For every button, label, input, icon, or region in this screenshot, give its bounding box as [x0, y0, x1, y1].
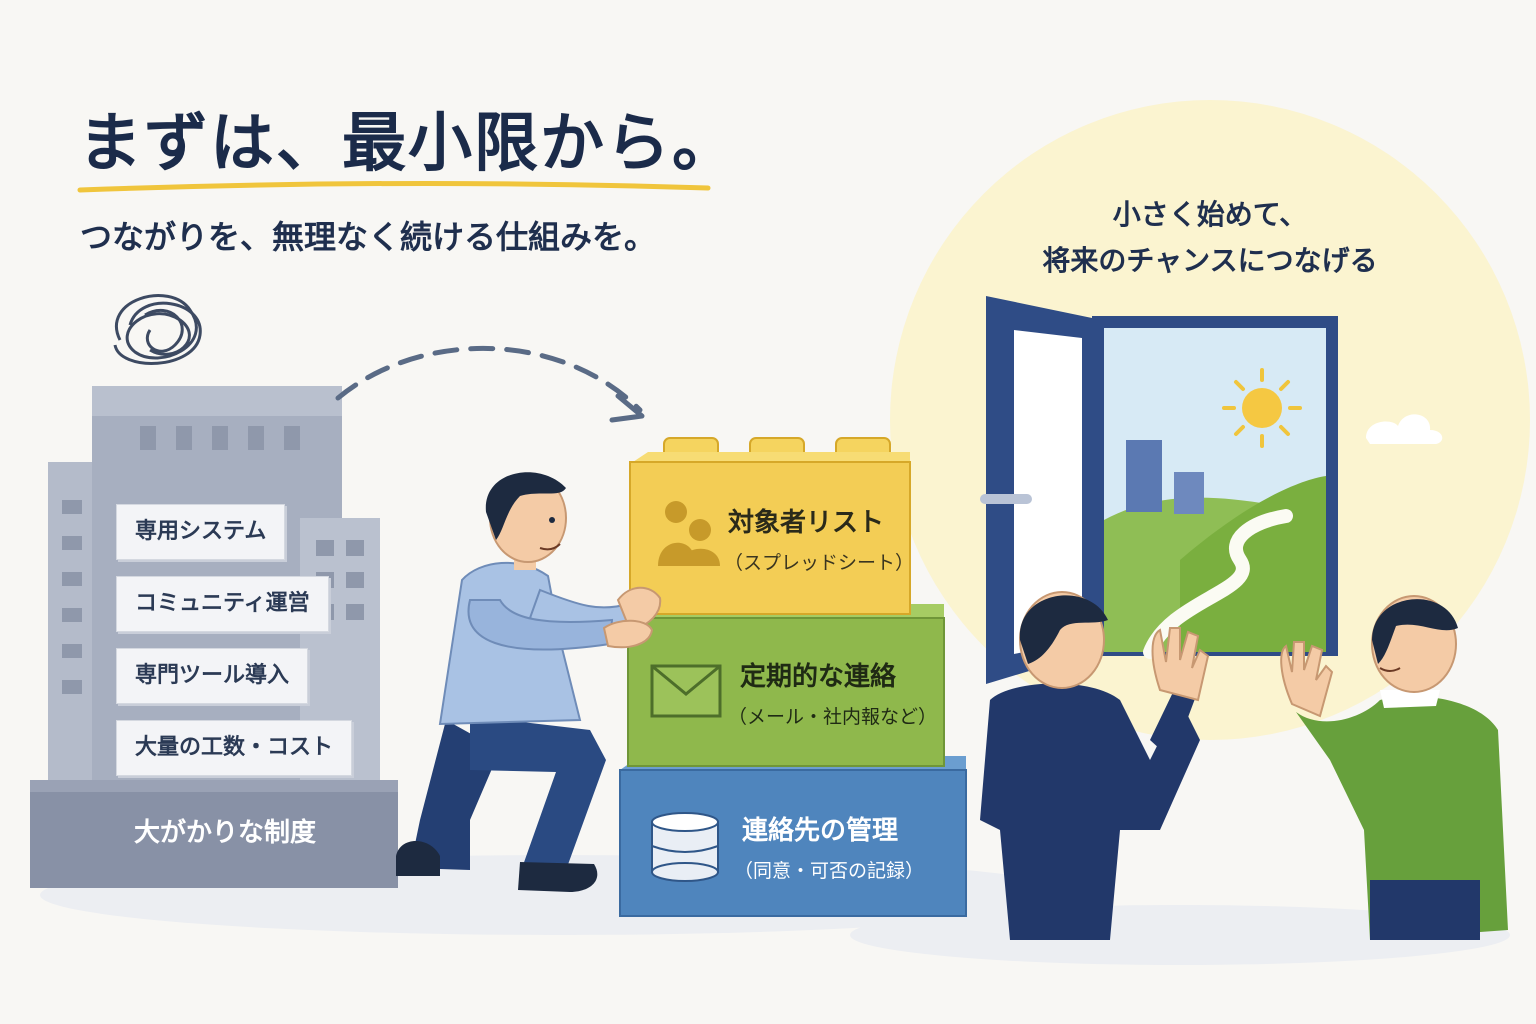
page-title: まずは、最小限から。: [78, 107, 738, 181]
heavy-building: [30, 386, 398, 888]
heavy-system-label: 大がかりな制度: [133, 818, 316, 848]
block-contact-sub: （メール・社内報など）: [728, 706, 938, 728]
man-in-green: [1280, 595, 1508, 940]
block-list-title: 対象者リスト: [728, 508, 885, 538]
future-line-1: 小さく始めて、: [1112, 198, 1308, 231]
people-icon: [658, 501, 720, 566]
block-manage-sub: （同意・可否の記録）: [734, 860, 925, 882]
page-subtitle: つながりを、無理なく続ける仕組みを。: [80, 218, 657, 256]
block-list-sub: （スプレッドシート）: [724, 552, 915, 574]
future-message: 小さく始めて、 将来のチャンスにつなげる: [980, 192, 1440, 284]
title-underline: [77, 180, 711, 193]
dashed-arrow: [335, 345, 643, 413]
future-line-2: 将来のチャンスにつなげる: [1042, 244, 1378, 277]
kneeling-man: [396, 472, 662, 892]
open-door: [980, 296, 1338, 684]
heavy-item-tool-adoption: 専門ツール導入: [116, 648, 309, 704]
block-contact-title: 定期的な連絡: [740, 662, 897, 692]
envelope-icon: [650, 664, 722, 718]
heavy-item-community: コミュニティ運営: [116, 576, 329, 632]
heavy-item-cost: 大量の工数・コスト: [116, 720, 353, 776]
block-manage-title: 連絡先の管理: [742, 816, 899, 846]
database-icon: [651, 812, 719, 882]
man-in-suit: [980, 591, 1210, 940]
cloud-icon: [1366, 414, 1443, 444]
block-top-shape: [629, 437, 911, 615]
tangled-scribble-icon: [113, 294, 202, 365]
heavy-item-dedicated-system: 専用システム: [116, 504, 286, 560]
sun-icon: [1222, 368, 1302, 448]
arrow-head-icon: [609, 393, 645, 423]
